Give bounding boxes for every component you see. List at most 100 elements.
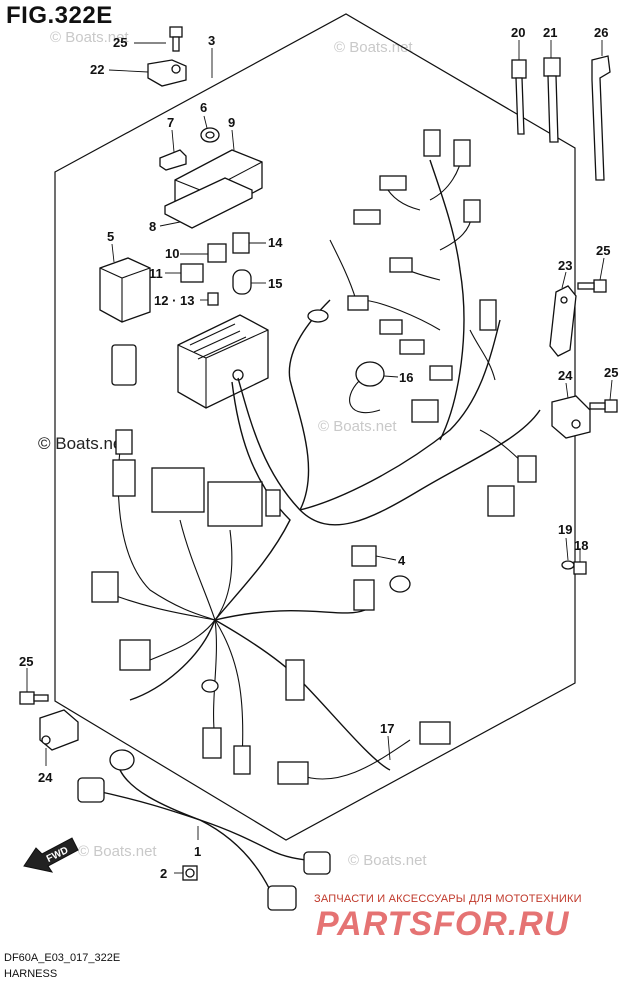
harness-lead-16 (349, 379, 381, 414)
harness-branch-top (429, 159, 465, 441)
callout-20: 20 (511, 25, 525, 40)
part-bracket-22 (147, 59, 187, 87)
shop-tagline: ЗАПЧАСТИ И АКСЕССУАРЫ ДЛЯ МОТОТЕХНИКИ (314, 893, 582, 905)
connector-mid-2 (479, 299, 497, 331)
callout-24-left: 24 (38, 770, 53, 785)
part-bolt-25-right-bottom (589, 399, 618, 413)
part-clip-7 (159, 149, 187, 171)
connector-top-1 (423, 129, 441, 157)
connector-bottom-2 (285, 659, 305, 701)
callout-18: 18 (574, 538, 588, 553)
connector-part-17 (277, 721, 451, 785)
harness-branch-upper-right (299, 319, 501, 511)
callout-2: 2 (160, 866, 167, 881)
watermark-center: © Boats.net (318, 418, 397, 435)
callout-25-right-top: 25 (596, 243, 610, 258)
harness-branch-connector-4 (214, 609, 366, 621)
harness-lead-g (329, 239, 357, 301)
part-grommet-6 (200, 127, 220, 143)
callout-16: 16 (399, 370, 413, 385)
connector-plug-left (91, 571, 119, 603)
connector-mid-6 (429, 365, 453, 381)
watermark-top-left: © Boats.net (50, 29, 129, 46)
part-seal-8 (164, 177, 253, 229)
harness-lead-bottom-a (213, 619, 217, 741)
harness-lead-ecu-a (179, 519, 216, 621)
part-tie-21 (543, 57, 561, 143)
callout-14: 14 (268, 235, 283, 250)
part-bracket-23 (549, 285, 577, 357)
connector-right-2 (487, 485, 515, 517)
callout-25-right-bottom: 25 (604, 365, 618, 380)
connector-mid-4 (379, 319, 403, 335)
part-bracket-24-right (551, 395, 591, 439)
callout-5: 5 (107, 229, 114, 244)
watermark-bottom-left: © Boats.net (78, 843, 157, 860)
connector-top-2 (453, 139, 471, 167)
callout-9: 9 (228, 115, 235, 130)
connector-bottom-1 (119, 639, 151, 671)
harness-branch-upper (288, 299, 331, 511)
watermark-bottom-right: © Boats.net (348, 852, 427, 869)
part-tie-20 (511, 59, 527, 135)
part-sensor-16 (355, 361, 385, 387)
connector-mid-5 (399, 339, 425, 355)
callout-17: 17 (380, 721, 394, 736)
callout-7: 7 (167, 115, 174, 130)
main-junction-box (177, 314, 269, 409)
connector-mid-7 (411, 399, 439, 423)
figure-name: HARNESS (4, 968, 58, 980)
connector-mid-1 (389, 257, 413, 273)
fwd-label: FWD (45, 845, 70, 865)
part-bracket-24-left (39, 709, 79, 751)
callout-21: 21 (543, 25, 557, 40)
connector-small-ecu (265, 489, 281, 517)
shop-logo: PARTSFOR.RU (316, 905, 570, 943)
callout-6: 6 (200, 100, 207, 115)
harness-branch-left (129, 619, 216, 701)
connector-bottom-4 (233, 745, 251, 775)
assembly-boundary (54, 13, 576, 841)
harness-lead-ecu-b (214, 529, 233, 621)
callout-24-right: 24 (558, 368, 573, 383)
part-nut-18 (573, 561, 587, 575)
figure-code: DF60A_E03_017_322E (4, 952, 121, 964)
part-bolt-25-right-top (577, 279, 607, 293)
part-relay-10 (207, 243, 227, 263)
fwd-arrow-icon: FWD (23, 837, 79, 873)
part-relay-5 (99, 257, 151, 323)
part-cable-1 (77, 749, 331, 911)
connector-left-vertical (111, 344, 137, 497)
connector-4 (351, 545, 411, 611)
connector-top-4 (463, 199, 481, 223)
callout-10: 10 (165, 246, 179, 261)
connector-sensor-top (307, 309, 329, 323)
part-relay-11 (180, 263, 204, 283)
connector-bottom-3 (202, 727, 222, 759)
callout-15: 15 (268, 276, 282, 291)
harness-trunk-right (237, 377, 541, 526)
connector-right-1 (517, 455, 537, 483)
watermark-top-right: © Boats.net (334, 39, 413, 56)
harness-lead-f (469, 329, 496, 381)
connector-top-3 (379, 175, 407, 191)
part-tie-26 (591, 55, 611, 181)
callout-26: 26 (594, 25, 608, 40)
callout-19: 19 (558, 522, 572, 537)
harness-trunk-lower (214, 381, 291, 621)
callout-25-bottom-left: 25 (19, 654, 33, 669)
harness-lead-bottom-b (214, 619, 244, 761)
figure-title: FIG.322E (6, 2, 113, 29)
callout-3: 3 (208, 33, 215, 48)
callout-4: 4 (398, 553, 406, 568)
callout-23: 23 (558, 258, 572, 273)
part-bolt-25-bottom-left (19, 691, 49, 705)
callout-22: 22 (90, 62, 104, 77)
part-washer-19 (561, 560, 575, 570)
connector-ecu-1 (151, 467, 205, 513)
callout-11: 11 (149, 266, 163, 281)
connector-ecu-2 (207, 481, 263, 527)
part-fuse-12-13 (207, 292, 219, 306)
part-cap-15 (232, 269, 252, 295)
